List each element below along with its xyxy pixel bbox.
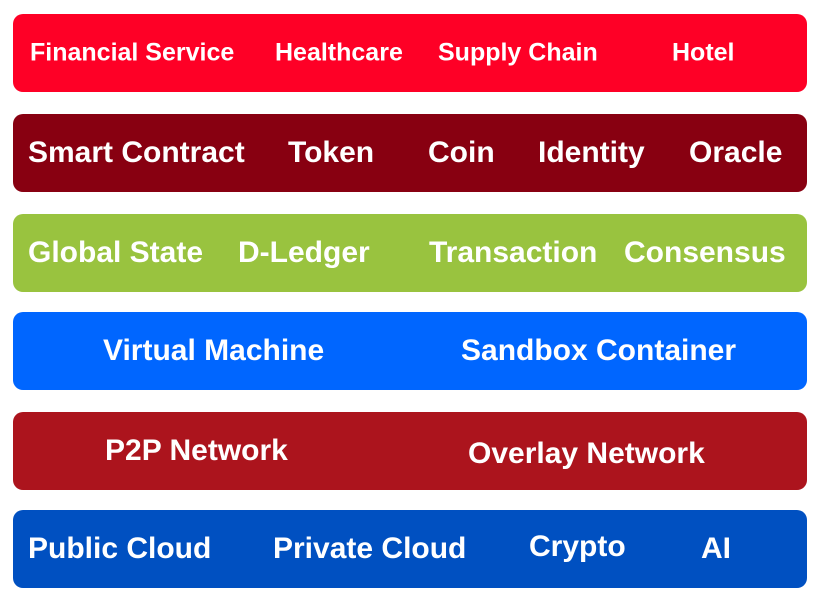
label-p2p-network: P2P Network xyxy=(105,434,288,467)
label-virtual-machine: Virtual Machine xyxy=(103,334,325,367)
label-oracle: Oracle xyxy=(689,136,783,169)
label-consensus: Consensus xyxy=(624,236,786,269)
label-smart-contract: Smart Contract xyxy=(28,136,245,169)
layer-contracts: Smart Contract Token Coin Identity Oracl… xyxy=(13,114,807,192)
label-transaction: Transaction xyxy=(429,236,598,269)
layer-network: P2P Network Overlay Network xyxy=(13,412,807,490)
label-hotel: Hotel xyxy=(672,38,735,67)
label-sandbox-container: Sandbox Container xyxy=(461,334,737,367)
label-ai: AI xyxy=(701,532,731,565)
layer-ledger: Global State D-Ledger Transaction Consen… xyxy=(13,214,807,292)
layer-execution: Virtual Machine Sandbox Container xyxy=(13,312,807,390)
layer-infrastructure: Public Cloud Private Cloud Crypto AI xyxy=(13,510,807,588)
label-supply-chain: Supply Chain xyxy=(438,38,598,67)
label-token: Token xyxy=(288,136,375,169)
label-overlay-network: Overlay Network xyxy=(468,437,705,470)
label-coin: Coin xyxy=(428,136,495,169)
label-private-cloud: Private Cloud xyxy=(273,532,467,565)
label-public-cloud: Public Cloud xyxy=(28,532,212,565)
label-global-state: Global State xyxy=(28,236,204,269)
layer-applications: Financial Service Healthcare Supply Chai… xyxy=(13,14,807,92)
label-crypto: Crypto xyxy=(529,530,626,563)
label-healthcare: Healthcare xyxy=(275,38,403,67)
label-d-ledger: D-Ledger xyxy=(238,236,370,269)
label-financial-service: Financial Service xyxy=(30,38,235,67)
label-identity: Identity xyxy=(538,136,645,169)
